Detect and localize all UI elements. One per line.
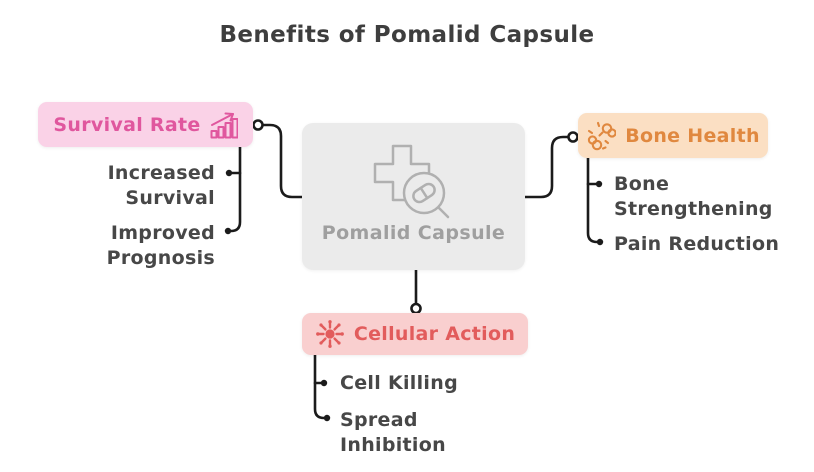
center-node-label: Pomalid Capsule bbox=[321, 222, 506, 244]
item-bone-strengthening: Bone Strengthening bbox=[614, 173, 773, 220]
diagram-title: Benefits of Pomalid Capsule bbox=[219, 22, 595, 48]
connector-cellular-items bbox=[313, 353, 331, 422]
bone-health-label: Bone Health bbox=[625, 124, 760, 147]
item-improved-prognosis: Improved Prognosis bbox=[106, 222, 215, 269]
bones-icon bbox=[588, 121, 617, 150]
connector-survival-items bbox=[224, 145, 242, 235]
item-cell-killing: Cell Killing bbox=[340, 372, 458, 394]
node-survival-rate[interactable]: Survival Rate bbox=[38, 102, 253, 147]
connector-survival-to-center bbox=[252, 119, 304, 199]
trending-bar-chart-icon bbox=[210, 112, 238, 138]
node-bone-health[interactable]: Bone Health bbox=[578, 113, 768, 158]
cellular-action-label: Cellular Action bbox=[353, 323, 516, 345]
connector-center-to-bone bbox=[523, 131, 579, 199]
medical-cross-magnifier-icon bbox=[373, 144, 449, 219]
item-increased-survival: Increased Survival bbox=[107, 162, 215, 209]
item-pain-reduction: Pain Reduction bbox=[614, 233, 780, 255]
node-pomalid-capsule[interactable]: Pomalid Capsule bbox=[302, 123, 525, 270]
survival-rate-label: Survival Rate bbox=[53, 113, 201, 136]
connector-center-to-cellular bbox=[410, 268, 422, 315]
node-cellular-action[interactable]: Cellular Action bbox=[302, 313, 528, 355]
virus-icon bbox=[315, 320, 344, 348]
connector-bone-items bbox=[586, 156, 604, 246]
item-spread-inhibition: Spread Inhibition bbox=[340, 409, 446, 456]
